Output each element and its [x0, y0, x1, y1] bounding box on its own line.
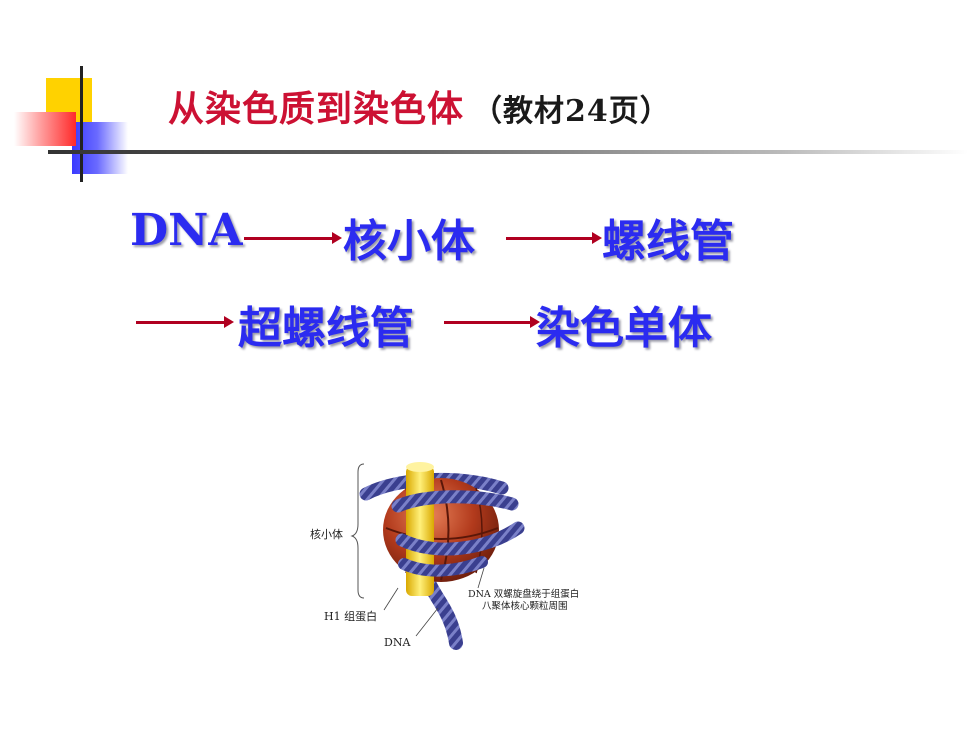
flow-supersolenoid: 超螺线管 — [238, 303, 414, 354]
label-dna: DNA — [384, 636, 411, 649]
flow-dna: DNA — [130, 205, 243, 256]
arrow-supersolenoid-to-chromatid — [444, 316, 540, 328]
deco-vertical-line — [80, 66, 83, 182]
slide-title: 从染色质到染色体（教材24页） — [168, 80, 671, 132]
label-h1: H1 组蛋白 — [324, 609, 377, 623]
leader-dna — [415, 607, 439, 637]
flow-solenoid: 螺线管 — [602, 216, 734, 267]
h1-histone — [406, 466, 434, 596]
dna-wrap-front-3 — [398, 556, 488, 577]
title-main: 从染色质到染色体 — [168, 88, 465, 130]
h1-top — [406, 462, 434, 472]
flow-nucleosome: 核小体 — [343, 216, 475, 267]
arrow-solenoid-to-supersolenoid — [136, 316, 234, 328]
deco-red-bar — [14, 112, 76, 146]
leader-wrap — [477, 567, 485, 589]
nucleosome-figure: 核小体 H1 组蛋白 DNA DNA 双螺旋盘绕于组蛋白 八聚体核心颗粒周围 — [310, 462, 579, 650]
leader-h1 — [383, 587, 399, 611]
arrow-nucleosome-to-solenoid — [506, 232, 602, 244]
flow-chromatid: 染色单体 — [536, 303, 712, 354]
histone-seam-1 — [385, 527, 499, 540]
nucleosome-bracket — [350, 463, 365, 599]
label-nucleosome: 核小体 — [310, 527, 343, 541]
label-wrap-line2: 八聚体核心颗粒周围 — [482, 600, 568, 612]
title-reference: （教材24页） — [472, 94, 671, 129]
title-underline — [48, 150, 968, 154]
dna-wrap-front-2 — [395, 521, 525, 556]
dna-wrap-front-1 — [391, 490, 519, 513]
label-wrap-line1: DNA 双螺旋盘绕于组蛋白 — [468, 588, 579, 600]
arrow-dna-to-nucleosome — [244, 232, 342, 244]
